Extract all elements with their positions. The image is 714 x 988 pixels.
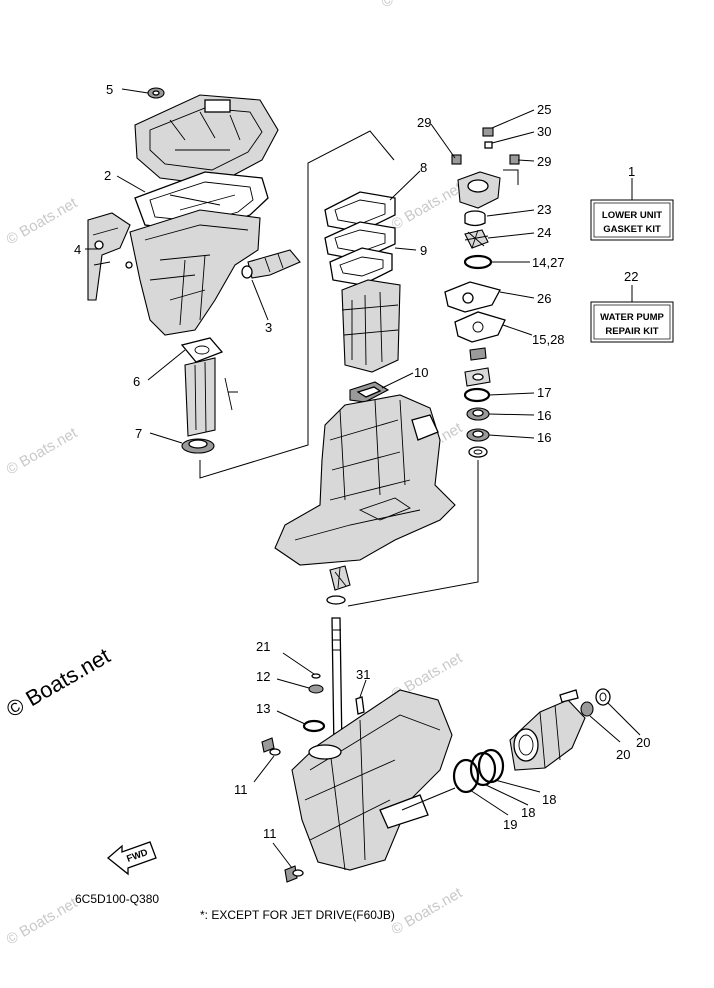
callout-22: 22	[624, 269, 638, 284]
callout-17: 17	[537, 385, 551, 400]
callout-8: 8	[420, 160, 427, 175]
callout-18a: 18	[521, 805, 535, 820]
callout-11a: 11	[234, 782, 248, 797]
callout-20b: 20	[636, 735, 650, 750]
callout-23: 23	[537, 202, 551, 217]
watermark-text: © Boats.net	[389, 884, 466, 938]
callout-29a: 29	[417, 115, 431, 130]
callout-16a: 16	[537, 408, 551, 423]
lower-casing-body	[274, 394, 456, 605]
watermark-logo-text: © Boats.net	[2, 643, 114, 722]
gasket-kit-box: LOWER UNIT GASKET KIT	[590, 199, 674, 241]
footnote: *: EXCEPT FOR JET DRIVE(F60JB)	[200, 908, 395, 922]
water-pump-stack	[444, 127, 520, 458]
watermark-text: © Boats.net	[389, 179, 466, 233]
callout-6: 6	[133, 374, 140, 389]
diagram-code: 6C5D100-Q380	[75, 892, 159, 906]
callout-18b: 18	[542, 792, 556, 807]
callout-21: 21	[256, 639, 270, 654]
gasket-kit-line1: LOWER UNIT	[602, 210, 662, 221]
callout-16b: 16	[537, 430, 551, 445]
callout-15-28: 15,28	[532, 332, 565, 347]
callout-3: 3	[265, 320, 272, 335]
callout-9: 9	[420, 243, 427, 258]
callout-26: 26	[537, 291, 551, 306]
callout-14-27: 14,27	[532, 255, 565, 270]
group-bracket-line	[503, 169, 519, 185]
callout-4: 4	[74, 242, 81, 257]
callout-labels: 5 2 4 3 6 7 8 9 10 29 25 30 29 23 24 14,…	[74, 82, 650, 841]
callout-10: 10	[414, 365, 428, 380]
forward-direction-arrow: FWD	[106, 841, 157, 876]
callout-1: 1	[628, 164, 635, 179]
callout-13: 13	[256, 701, 270, 716]
pump-kit-line2: REPAIR KIT	[605, 326, 658, 337]
upper-casing-assembly	[87, 87, 301, 454]
callout-12: 12	[256, 669, 270, 684]
callout-20a: 20	[616, 747, 630, 762]
gearcase-assembly	[261, 617, 611, 883]
callout-5: 5	[106, 82, 113, 97]
watermark-text: © Boats.net	[4, 424, 81, 478]
watermark-text: © Boats.net	[4, 194, 81, 248]
callout-11b: 11	[263, 826, 277, 841]
watermark-text: © Boats.net	[379, 0, 456, 11]
exhaust-gasket-group	[324, 191, 401, 403]
callout-29b: 29	[537, 154, 551, 169]
water-pump-kit-box: WATER PUMP REPAIR KIT	[590, 301, 674, 343]
leader-lines	[85, 88, 641, 869]
callout-7: 7	[135, 426, 142, 441]
pump-kit-line1: WATER PUMP	[600, 312, 664, 323]
callout-31: 31	[356, 667, 370, 682]
watermark-text: © Boats.net	[4, 894, 81, 948]
callout-2: 2	[104, 168, 111, 183]
callout-19: 19	[503, 817, 517, 832]
callout-24: 24	[537, 225, 551, 240]
gasket-kit-line2: GASKET KIT	[603, 224, 661, 235]
group-bracket-line	[199, 130, 395, 479]
callout-25: 25	[537, 102, 551, 117]
group-bracket-line	[347, 460, 479, 607]
callout-30: 30	[537, 124, 551, 139]
